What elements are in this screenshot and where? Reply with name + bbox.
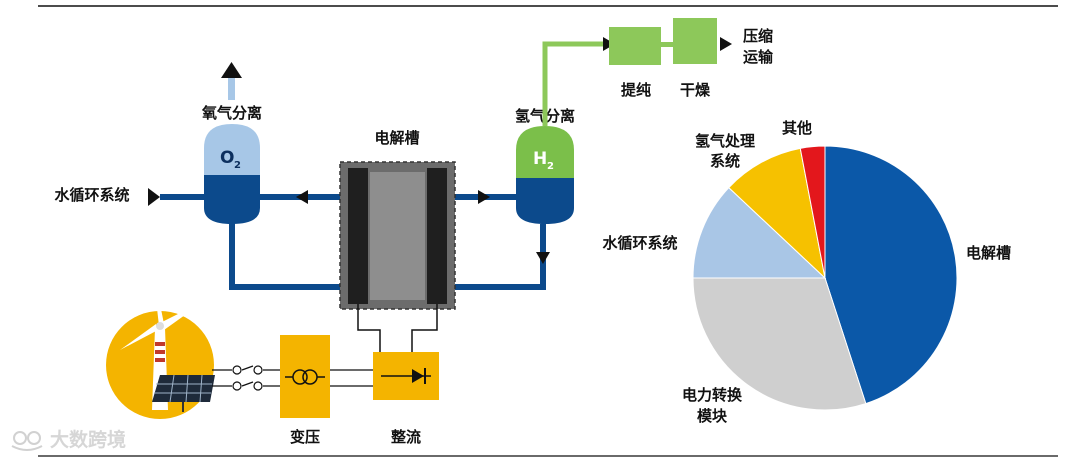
pie-slice-3 — [728, 147, 826, 280]
switch-icons — [232, 365, 263, 391]
h2-separator-tank — [516, 126, 574, 224]
pie-slice-1 — [692, 277, 867, 411]
h2-output-pipe — [542, 41, 605, 126]
flow-arrow-down — [536, 252, 550, 264]
flow-arrow-right — [478, 190, 490, 204]
electrolyzer-label: 电解槽 — [374, 129, 419, 147]
purify-label: 提纯 — [621, 81, 651, 99]
water-loop-label: 水循环系统 — [54, 186, 129, 204]
o2-vent-arrow-icon — [221, 62, 242, 78]
o2-subscript: 2 — [234, 160, 241, 171]
purify-dry-link — [661, 42, 673, 47]
o2-separator-tank — [204, 124, 260, 224]
h2-symbol: H — [533, 149, 547, 169]
dc-wiring — [357, 304, 438, 352]
solar-panel-icon — [152, 374, 215, 412]
pie-slice-4 — [799, 145, 826, 279]
dry-box — [673, 18, 717, 64]
watermark: 大数跨境 — [11, 428, 126, 451]
compress-label: 压缩 — [743, 27, 773, 45]
pie-label-3-line2: 系统 — [710, 152, 740, 170]
purify-box — [609, 27, 661, 65]
pie-label-4: 其他 — [782, 119, 812, 137]
watermark-text: 大数跨境 — [50, 428, 126, 451]
pie-label-1: 电力转换 — [682, 386, 743, 404]
h2-subscript: 2 — [547, 161, 554, 172]
pie-label-3: 氢气处理 — [695, 132, 755, 150]
dry-label: 干燥 — [680, 81, 711, 99]
water-inlet-arrow — [148, 188, 160, 206]
pie-label-1-line2: 模块 — [697, 407, 728, 425]
electrolyzer-stack — [339, 161, 456, 310]
pie-label-2: 水循环系统 — [602, 234, 677, 252]
pie-slice-2 — [692, 186, 827, 279]
watermark-logo-icon — [11, 431, 43, 451]
transport-label: 运输 — [743, 48, 774, 66]
flow-arrow-left — [296, 190, 308, 204]
transformer-icon — [285, 369, 325, 385]
rectifier-label: 整流 — [391, 428, 421, 446]
o2-vent-stem — [228, 78, 235, 100]
transformer-label: 变压 — [290, 428, 320, 446]
pie-slice-0 — [824, 145, 958, 405]
ac-wiring — [212, 365, 373, 387]
pie-label-0: 电解槽 — [966, 244, 1011, 262]
diode-icon — [381, 368, 431, 384]
o2-symbol: O — [220, 148, 234, 168]
to-compress-arrow — [720, 37, 732, 51]
o2-separator-label: 氧气分离 — [201, 104, 262, 122]
